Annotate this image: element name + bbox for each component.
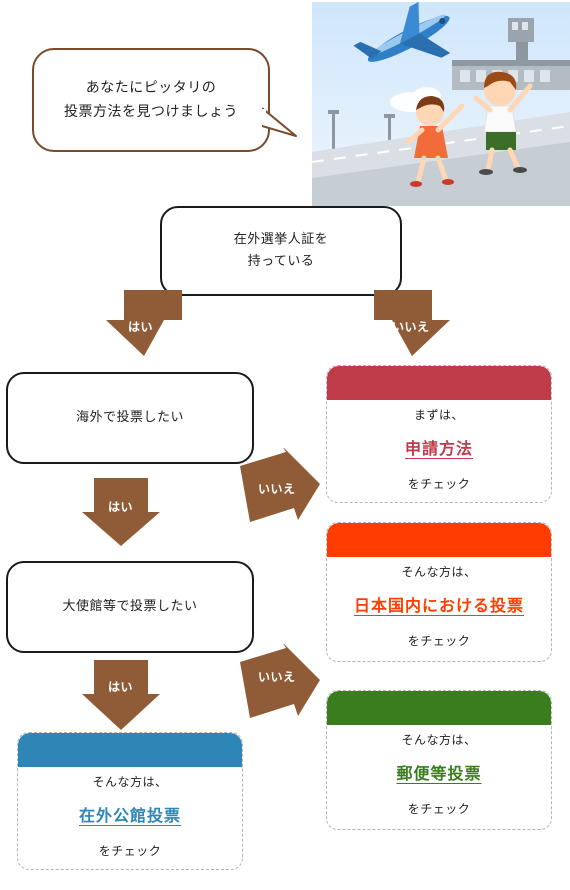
question-has-overseas-voter-card: 在外選挙人証を 持っている	[160, 206, 402, 296]
label-no-q3: いいえ	[258, 670, 296, 684]
card-check-text: をチェック	[407, 477, 471, 491]
speech-bubble-tail	[262, 108, 297, 137]
question3-text: 大使館等で投票したい	[62, 599, 198, 614]
japan-voting-link[interactable]: 日本国内における投票	[353, 596, 524, 615]
postal-voting-link[interactable]: 郵便等投票	[396, 764, 482, 783]
question-vote-at-embassy: 大使館等で投票したい	[6, 561, 254, 653]
card-intro-text: そんな方は、	[401, 565, 477, 579]
label-yes-q2: はい	[108, 500, 134, 514]
intro-text-line1: あなたにピッタリの	[85, 80, 217, 96]
result-card-japan-voting: そんな方は、 日本国内における投票 をチェック	[326, 522, 552, 662]
card-header-bar	[327, 366, 551, 400]
card-intro-text: そんな方は、	[401, 733, 477, 747]
application-method-link[interactable]: 申請方法	[404, 439, 473, 458]
arrow-no-q2	[240, 448, 320, 522]
question-vote-abroad: 海外で投票したい	[6, 372, 254, 464]
arrow-yes-q3	[82, 660, 160, 730]
label-no-q2: いいえ	[258, 482, 296, 496]
card-header-bar	[327, 523, 551, 557]
arrow-no-q1	[374, 290, 450, 356]
intro-speech-bubble: あなたにピッタリの 投票方法を見つけましょう	[32, 48, 270, 152]
card-check-text: をチェック	[98, 844, 162, 858]
question1-line2: 持っている	[247, 254, 315, 269]
label-yes-q1: はい	[128, 320, 154, 334]
result-card-postal-voting: そんな方は、 郵便等投票 をチェック	[326, 690, 552, 830]
card-intro-text: まずは、	[413, 408, 464, 422]
label-yes-q3: はい	[108, 680, 134, 694]
card-intro-text: そんな方は、	[92, 775, 168, 789]
label-no-q1: いいえ	[392, 320, 430, 334]
card-header-bar	[18, 733, 242, 767]
intro-text-line2: 投票方法を見つけましょう	[64, 104, 238, 120]
result-card-embassy-voting: そんな方は、 在外公館投票 をチェック	[17, 732, 243, 870]
result-card-application: まずは、 申請方法 をチェック	[326, 365, 552, 503]
card-check-text: をチェック	[407, 634, 471, 648]
card-check-text: をチェック	[407, 802, 471, 816]
question2-text: 海外で投票したい	[75, 410, 184, 425]
arrow-yes-q1	[106, 290, 182, 356]
arrow-yes-q2	[82, 478, 160, 546]
question1-line1: 在外選挙人証を	[233, 232, 329, 247]
embassy-voting-link[interactable]: 在外公館投票	[78, 806, 181, 825]
airport-children-illustration	[312, 2, 570, 206]
card-header-bar	[327, 691, 551, 725]
arrow-no-q3	[240, 644, 320, 718]
